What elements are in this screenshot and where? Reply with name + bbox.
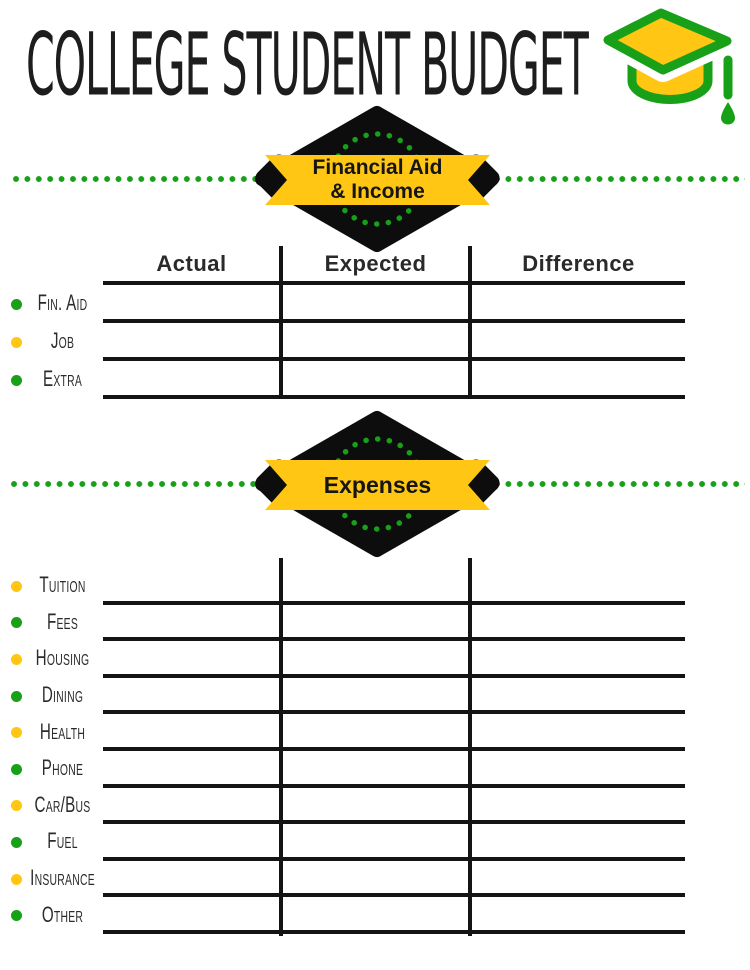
expense-row-line: [103, 824, 685, 861]
income-banner-line2: & Income: [330, 180, 425, 203]
expense-row-fees: Fees: [4, 605, 103, 642]
expense-row-line: [103, 641, 685, 678]
income-row-extra: Extra: [4, 361, 103, 399]
expense-row-tuition: Tuition: [4, 568, 103, 605]
expenses-grid-vline-2: [468, 558, 472, 936]
bullet-icon: [11, 690, 22, 702]
income-row-fin-aid: Fin. Aid: [4, 285, 103, 323]
bullet-icon: [11, 836, 22, 848]
expense-row-line: [103, 605, 685, 642]
bullet-icon: [11, 763, 22, 775]
expense-row-health: Health: [4, 714, 103, 751]
row-label: Car/Bus: [34, 792, 91, 818]
bullet-icon: [11, 873, 22, 885]
row-label: Fuel: [47, 829, 78, 855]
row-label: Fin. Aid: [37, 291, 88, 316]
row-label: Fees: [46, 609, 79, 635]
income-row-labels: Fin. Aid Job Extra: [4, 285, 103, 399]
row-label: Tuition: [39, 573, 86, 599]
bullet-icon: [11, 617, 22, 629]
row-label: Phone: [41, 756, 84, 782]
income-row-line: [103, 323, 685, 361]
expense-row-line: [103, 678, 685, 715]
expenses-row-labels: Tuition Fees Housing Dining Health Phone…: [4, 568, 103, 934]
dotted-line-expenses-left: [10, 480, 258, 488]
bullet-icon: [11, 336, 22, 348]
row-label: Health: [39, 719, 86, 745]
column-header-difference: Difference: [522, 251, 635, 276]
income-grid-vline-1: [279, 246, 283, 399]
tassel-drop: [721, 102, 735, 125]
expense-row-fuel: Fuel: [4, 824, 103, 861]
dotted-line-income-left: [12, 175, 258, 183]
expense-row-line: [103, 897, 685, 934]
income-grid-vline-2: [468, 246, 472, 399]
page-title: COLLEGE STUDENT BUDGET: [26, 14, 589, 116]
expense-row-line: [103, 714, 685, 751]
row-label: Dining: [41, 683, 84, 708]
income-banner-label: Financial Aid & Income: [265, 155, 490, 205]
row-label: Extra: [42, 367, 83, 392]
banner-ribbon: [265, 460, 490, 510]
income-table-grid: [103, 281, 685, 399]
bullet-icon: [11, 800, 22, 812]
column-header-actual: Actual: [156, 251, 227, 276]
income-row-job: Job: [4, 323, 103, 361]
expense-row-phone: Phone: [4, 751, 103, 788]
bullet-icon: [11, 374, 22, 386]
bullet-icon: [11, 653, 22, 665]
row-label: Insurance: [30, 866, 95, 891]
expense-row-other: Other: [4, 897, 103, 934]
row-label: Other: [41, 902, 84, 928]
expense-row-line: [103, 861, 685, 898]
row-label: Housing: [35, 646, 90, 672]
mortarboard-shape: [603, 8, 732, 75]
expense-row-line: [103, 568, 685, 605]
banner-ribbon: [265, 155, 490, 205]
bullet-icon: [11, 727, 22, 739]
expense-row-dining: Dining: [4, 678, 103, 715]
expense-row-housing: Housing: [4, 641, 103, 678]
expenses-table-grid: [103, 568, 685, 934]
graduation-cap-icon: [596, 5, 739, 125]
expense-row-car-bus: Car/Bus: [4, 788, 103, 825]
expense-row-insurance: Insurance: [4, 861, 103, 898]
row-label: Job: [50, 329, 75, 354]
bullet-icon: [11, 298, 22, 310]
bullet-icon: [11, 580, 22, 592]
income-banner-line1: Financial Aid: [312, 156, 443, 179]
income-banner-graphic: [255, 106, 500, 252]
column-header-expected: Expected: [324, 251, 427, 276]
expenses-grid-vline-1: [279, 558, 283, 936]
bullet-icon: [11, 910, 22, 922]
dotted-line-expenses-right: [493, 480, 745, 488]
expenses-banner-graphic: [255, 411, 500, 557]
expense-row-line: [103, 788, 685, 825]
income-row-line: [103, 361, 685, 399]
income-row-line: [103, 285, 685, 323]
expense-row-line: [103, 751, 685, 788]
expenses-banner-label: Expenses: [265, 460, 490, 510]
expenses-banner-line1: Expenses: [323, 471, 432, 498]
dotted-line-income-right: [493, 175, 745, 183]
